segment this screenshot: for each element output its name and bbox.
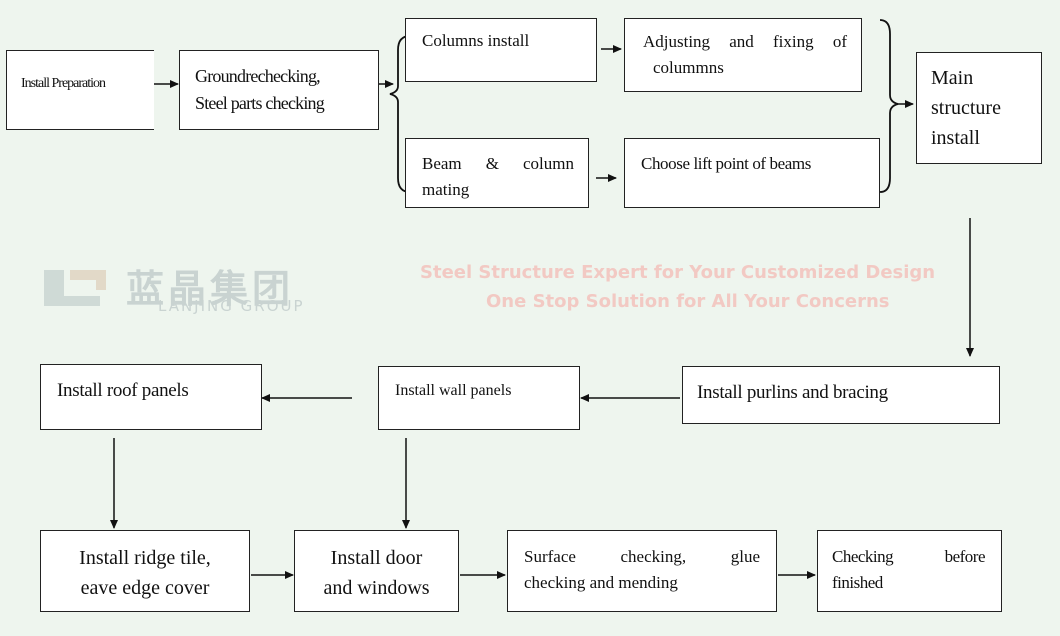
lanjing-logo-icon: [44, 270, 106, 306]
node-ground-rechecking: Groundrechecking, Steel parts checking: [179, 50, 379, 130]
node-surface-checking: Surface checking, glue checking and mend…: [507, 530, 777, 612]
right-brace: [879, 19, 899, 193]
node-choose-lift-point: Choose lift point of beams: [624, 138, 880, 208]
node-adjusting-fixing: Adjusting and fixing of colummns: [624, 18, 862, 92]
node-columns-install: Columns install: [405, 18, 597, 82]
node-install-ridge-tile: Install ridge tile, eave edge cover: [40, 530, 250, 612]
node-install-wall-panels: Install wall panels: [378, 366, 580, 430]
node-install-roof-panels: Install roof panels: [40, 364, 262, 430]
watermark-chinese-name: 蓝晶集团: [126, 267, 295, 311]
node-beam-column-mating: Beam & column mating: [405, 138, 589, 208]
watermark-tagline-2: One Stop Solution for All Your Concerns: [486, 291, 890, 312]
node-checking-before-finished: Checking before finished: [817, 530, 1002, 612]
left-brace: [389, 35, 411, 193]
node-install-door-windows: Install door and windows: [294, 530, 459, 612]
node-main-structure-install: Main structure install: [916, 52, 1042, 164]
watermark-english-name: LANJING GROUP: [158, 297, 305, 315]
watermark-tagline-1: Steel Structure Expert for Your Customiz…: [420, 262, 936, 283]
node-install-purlins-bracing: Install purlins and bracing: [682, 366, 1000, 424]
node-install-preparation: Install Preparation: [6, 50, 154, 130]
